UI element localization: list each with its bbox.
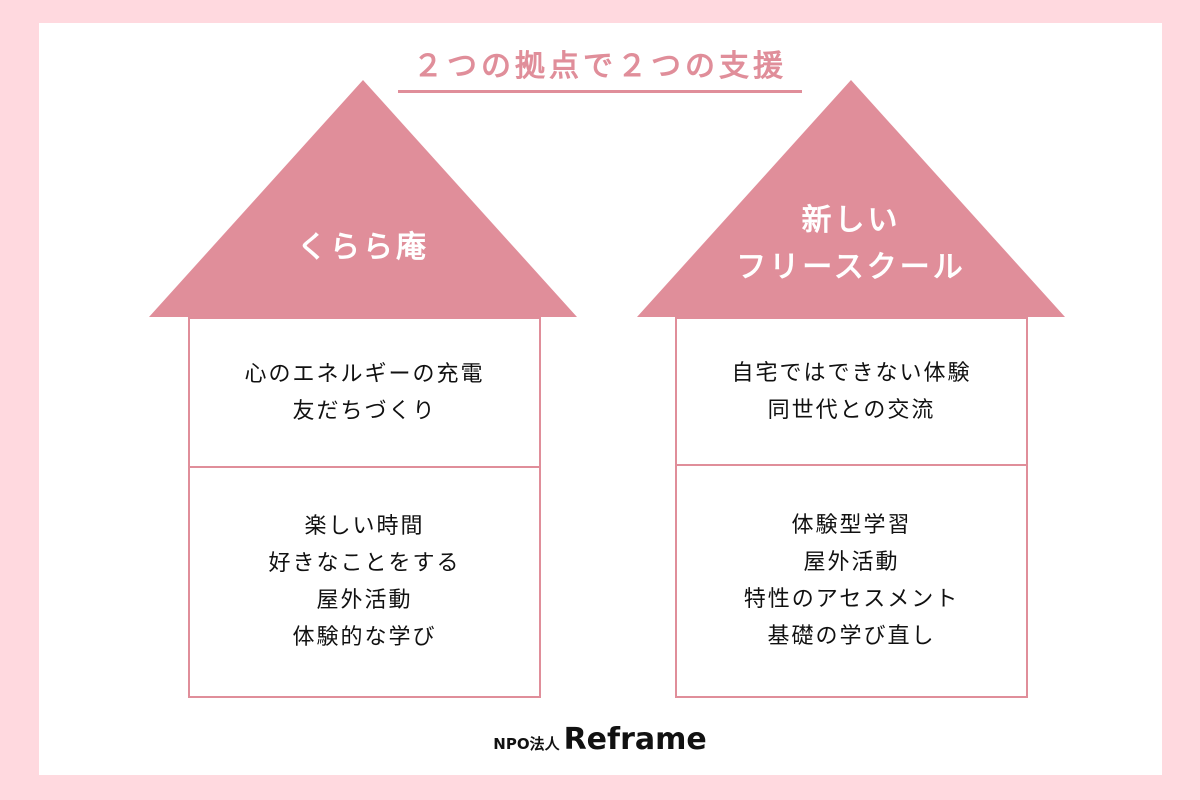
list-item: 体験型学習	[791, 513, 912, 538]
roof-triangle-icon	[149, 80, 577, 317]
bottom-section: 楽しい時間 好きなことをする 屋外活動 体験的な学び	[190, 468, 539, 696]
list-item: 自宅ではできない体験	[731, 360, 972, 386]
list-item: 屋外活動	[803, 550, 900, 575]
list-item: 特性のアセスメント	[743, 587, 960, 612]
roof-label: くらら庵	[297, 230, 429, 265]
list-item: 基礎の学び直し	[767, 624, 936, 649]
list-item: 楽しい時間	[304, 514, 425, 539]
footer-logo: NPO法人 Reframe	[0, 722, 1200, 757]
roof-new-free-school: 新しい フリースクール	[637, 80, 1065, 317]
list-item: 好きなことをする	[268, 551, 461, 576]
top-section: 心のエネルギーの充電 友だちづくり	[190, 319, 539, 466]
list-item: 屋外活動	[316, 588, 413, 613]
house-body-kurara-an: 心のエネルギーの充電 友だちづくり 楽しい時間 好きなことをする 屋外活動 体験…	[188, 317, 541, 698]
roof-label: 新しい	[801, 203, 901, 238]
roof-label: フリースクール	[736, 250, 966, 285]
house-body-new-free-school: 自宅ではできない体験 同世代との交流 体験型学習 屋外活動 特性のアセスメント …	[675, 317, 1028, 698]
roof-kurara-an: くらら庵	[149, 80, 577, 317]
top-section: 自宅ではできない体験 同世代との交流	[677, 319, 1026, 464]
section-divider	[190, 466, 539, 468]
list-item: 同世代との交流	[767, 397, 936, 423]
org-type: NPO法人	[493, 735, 560, 753]
roof-triangle-icon	[637, 80, 1065, 317]
list-item: 心のエネルギーの充電	[244, 361, 485, 387]
section-divider	[677, 464, 1026, 466]
bottom-section: 体験型学習 屋外活動 特性のアセスメント 基礎の学び直し	[677, 466, 1026, 696]
list-item: 体験的な学び	[292, 625, 437, 650]
list-item: 友だちづくり	[292, 398, 437, 424]
page-title: ２つの拠点で２つの支援	[398, 48, 802, 93]
brand-name: Reframe	[563, 722, 707, 757]
